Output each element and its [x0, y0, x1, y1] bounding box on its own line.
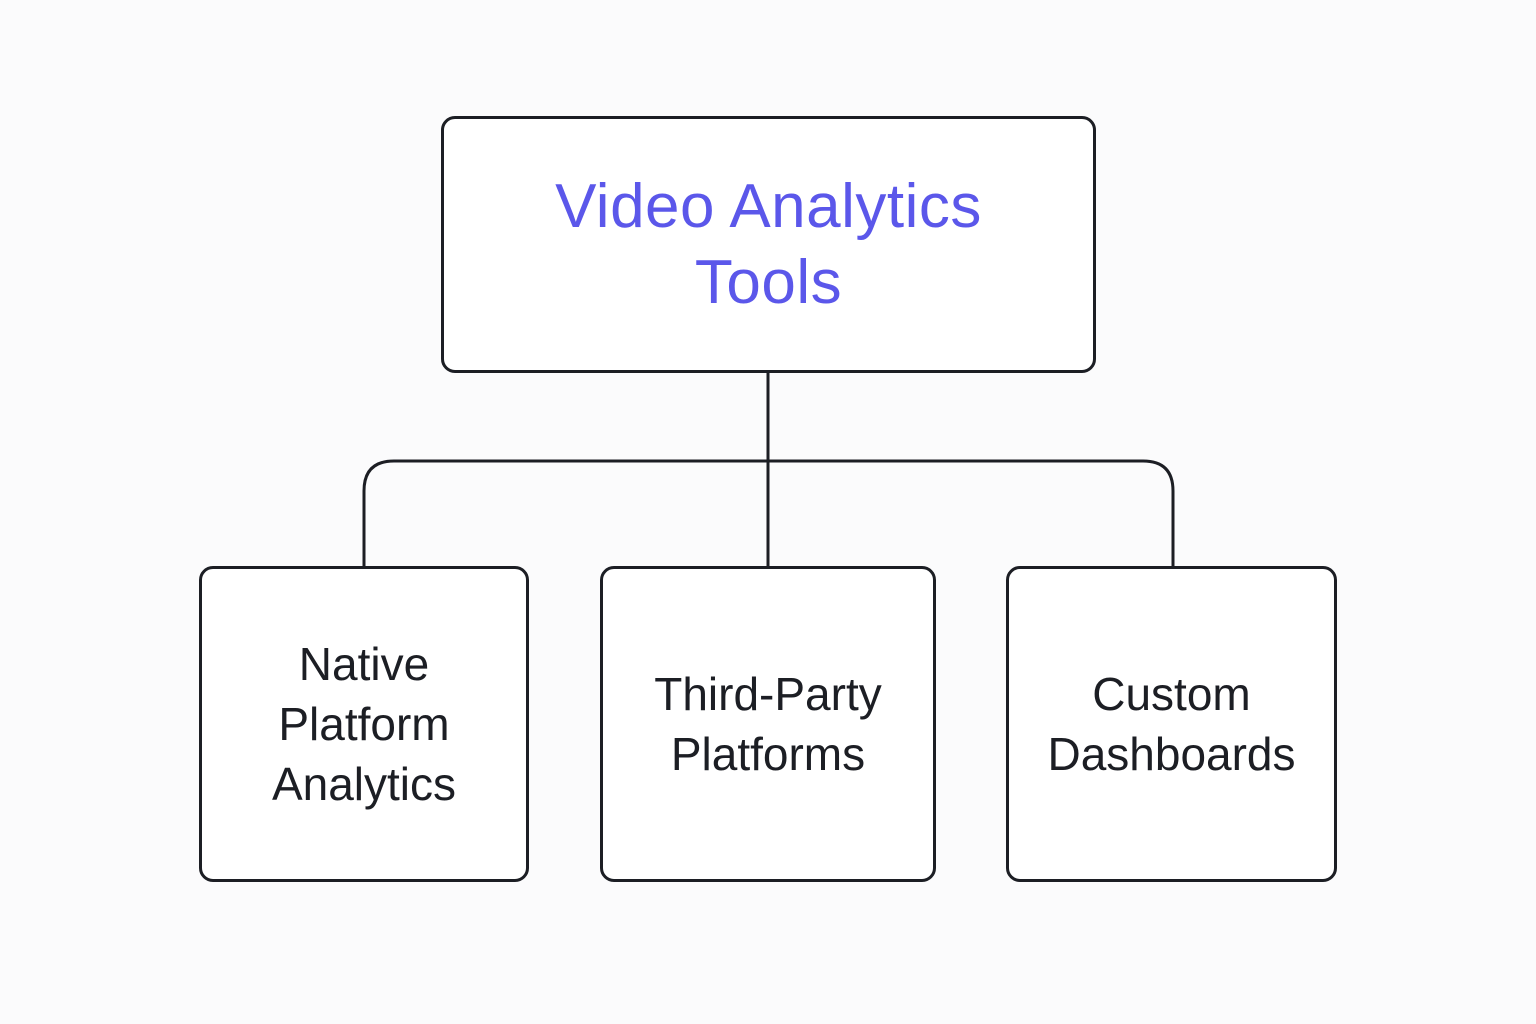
child-node-label: Custom Dashboards [1047, 668, 1296, 780]
branch-connector-right [768, 459, 1175, 566]
child-node-native-platform-analytics: Native Platform Analytics [199, 566, 529, 882]
root-node: Video Analytics Tools [441, 116, 1096, 373]
child-node-third-party-platforms: Third-Party Platforms [600, 566, 936, 882]
child-node-label: Third-Party Platforms [654, 668, 882, 780]
child-node-custom-dashboards: Custom Dashboards [1006, 566, 1337, 882]
child-node-label: Native Platform Analytics [271, 638, 457, 810]
branch-connector-left [362, 459, 768, 566]
root-node-label: Video Analytics Tools [555, 171, 982, 317]
